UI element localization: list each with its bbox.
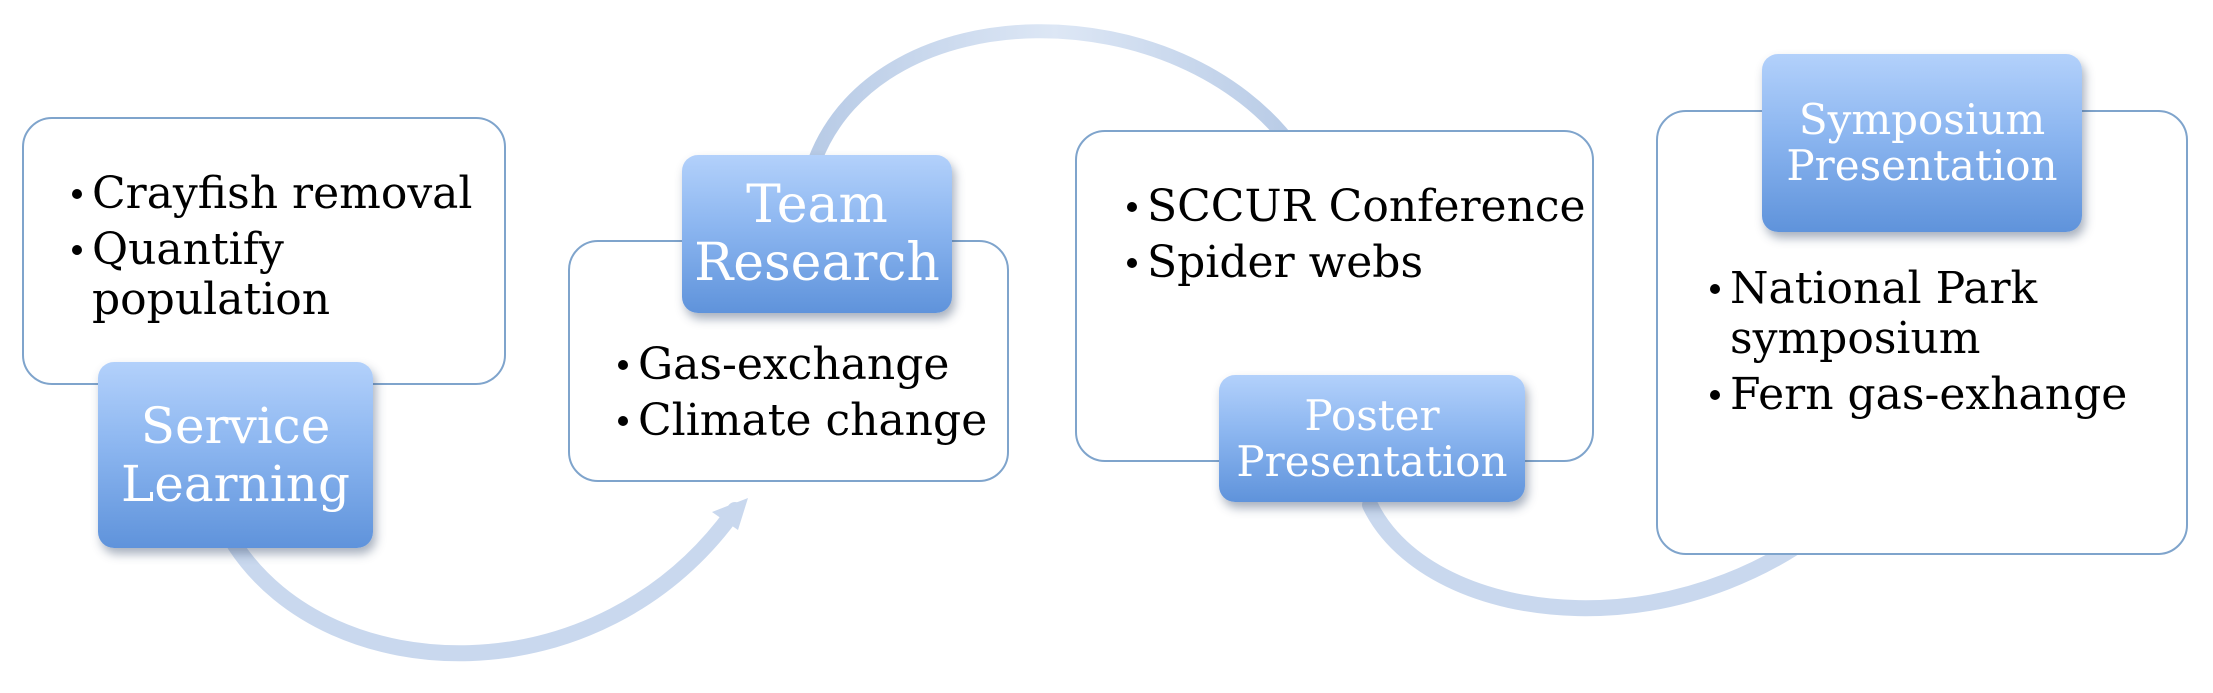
stage-title: Poster Presentation [1236, 390, 1508, 486]
symposium-presentation-bullets: National Park symposium Fern gas-exhange [1710, 264, 2150, 426]
arrow-head-service-to-research [712, 498, 748, 530]
poster-presentation-bullets: SCCUR Conference Spider webs [1127, 182, 1587, 294]
team-research-bullets: Gas-exchange Climate change [618, 340, 998, 452]
poster-presentation-label: Poster Presentation [1219, 375, 1525, 502]
stage-title: Team Research [694, 175, 940, 293]
bullet-item: Fern gas-exhange [1710, 370, 2150, 420]
symposium-presentation-label: Symposium Presentation [1762, 54, 2082, 232]
service-learning-bullets: Crayfish removal Quantify population [72, 169, 492, 331]
service-learning-label: Service Learning [98, 362, 373, 548]
stage-title: Symposium Presentation [1786, 95, 2058, 190]
bullet-item: Gas-exchange [618, 340, 998, 390]
team-research-label: Team Research [682, 155, 952, 313]
arrow-research-to-poster [808, 24, 1302, 167]
stage-title: Service Learning [121, 397, 350, 513]
bullet-item: Quantify population [72, 225, 342, 325]
bullet-item: National Park symposium [1710, 264, 2050, 364]
bullet-item: Climate change [618, 396, 998, 446]
service-learning-card: Crayfish removal Quantify population [22, 117, 506, 385]
bullet-item: SCCUR Conference [1127, 182, 1587, 232]
bullet-item: Spider webs [1127, 238, 1587, 288]
arrow-service-to-research [227, 502, 743, 662]
bullet-item: Crayfish removal [72, 169, 492, 219]
